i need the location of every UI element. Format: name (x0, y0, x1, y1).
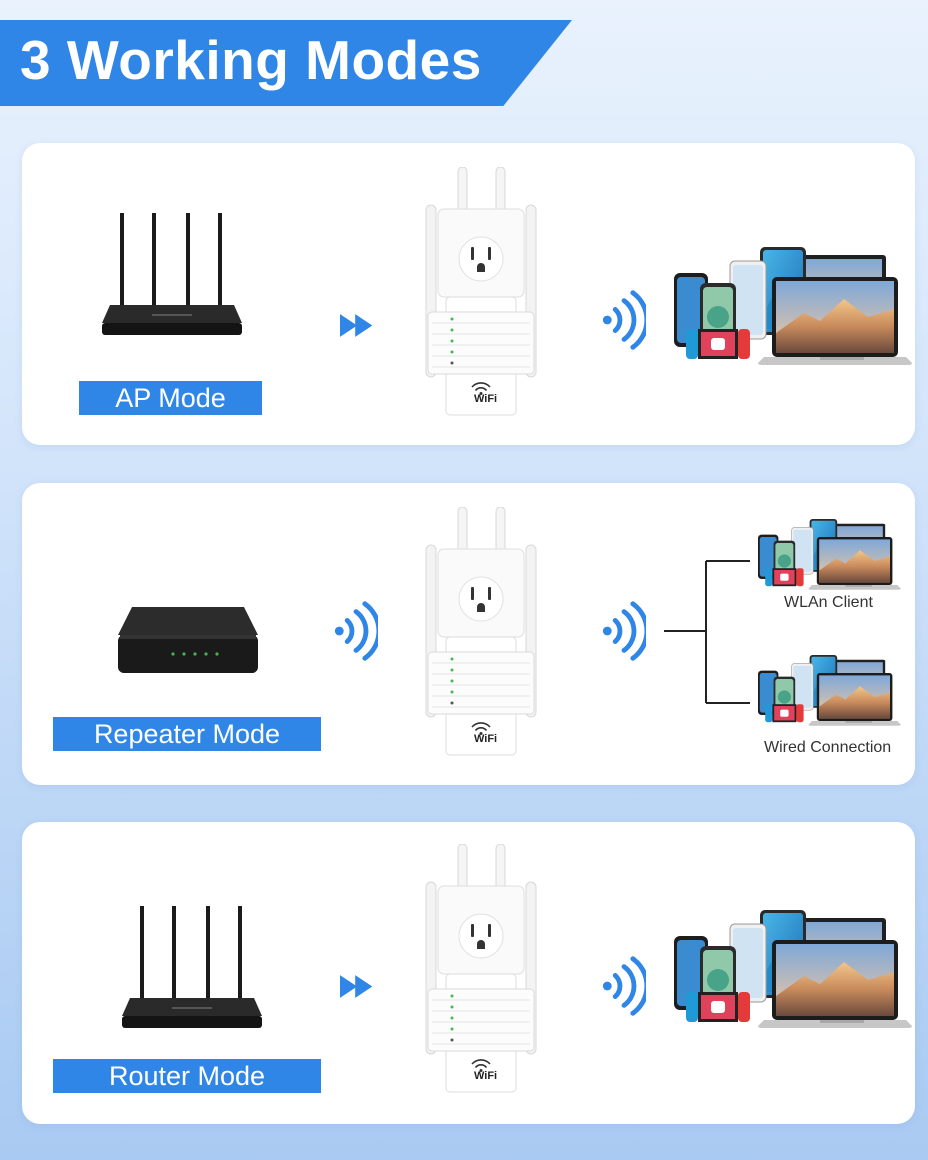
ap-mode-card: AP Mode WiFi (22, 143, 915, 445)
router-mode-label: Router Mode (53, 1059, 321, 1093)
wlan-client-devices-icon (752, 519, 902, 591)
switch-icon (118, 607, 258, 677)
repeater-icon (416, 844, 546, 1094)
repeater-mode-card: Repeater Mode WiFi WLAn Client Wired Con… (22, 483, 915, 785)
repeater-icon (416, 507, 546, 757)
wired-connection-label: Wired Connection (764, 739, 892, 756)
router-icon (102, 213, 242, 338)
header-banner (0, 20, 572, 106)
branch-connector (664, 560, 750, 704)
wifi-signal-icon (602, 956, 646, 1016)
devices-icon (664, 247, 914, 367)
wlan-client-label: WLAn Client (784, 594, 873, 611)
wired-connection-devices-icon (752, 655, 902, 727)
page-title: 3 Working Modes (20, 29, 482, 91)
router-icon (122, 906, 262, 1031)
repeater-badge: WiFi (474, 733, 498, 745)
devices-icon (664, 910, 914, 1030)
repeater-icon (416, 167, 546, 417)
repeater-mode-label: Repeater Mode (53, 717, 321, 751)
wifi-signal-icon (602, 601, 646, 661)
wifi-signal-icon (602, 290, 646, 350)
double-arrow-icon (340, 973, 378, 1000)
repeater-badge: WiFi (474, 1070, 498, 1082)
ap-mode-label: AP Mode (79, 381, 262, 415)
router-mode-card: Router Mode WiFi (22, 822, 915, 1124)
wifi-signal-icon (334, 601, 378, 661)
double-arrow-icon (340, 312, 378, 339)
repeater-badge: WiFi (474, 393, 498, 405)
